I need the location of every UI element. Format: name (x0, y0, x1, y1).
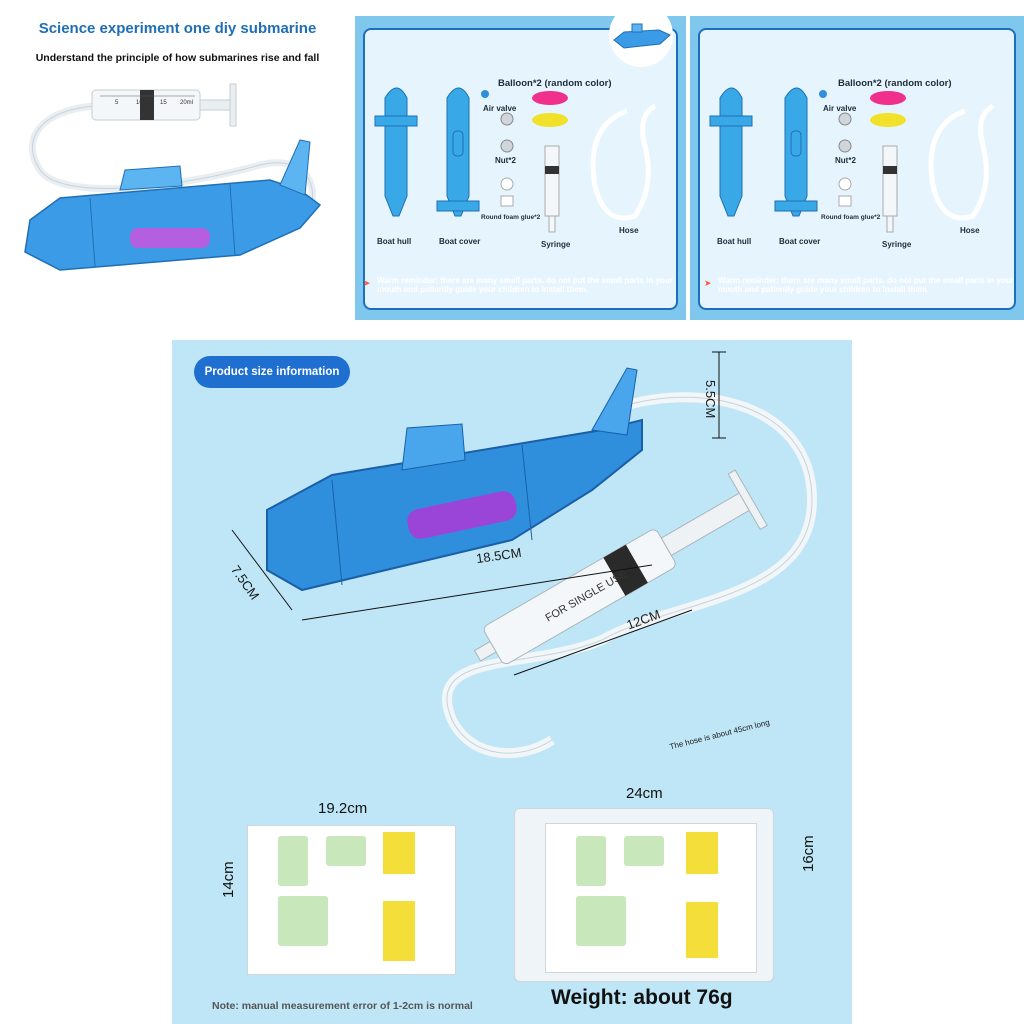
label-boat-hull: Boat hull (717, 237, 752, 246)
hero-syringe: 5 10 15 20ml (91, 83, 237, 127)
hero-title: Science experiment one diy submarine (38, 20, 317, 37)
size-submarine (266, 367, 643, 592)
hero-subtitle: Understand the principle of how submarin… (35, 52, 320, 64)
packaging-bag (514, 808, 774, 982)
size-product-image: FOR SINGLE USE (231, 351, 818, 759)
parts-illustration (374, 87, 657, 233)
hero-syringe-tick: 15 (160, 100, 167, 106)
warning-icon: ➤ (704, 278, 712, 288)
label-boat-cover: Boat cover (779, 237, 821, 246)
label-syringe: Syringe (882, 240, 912, 249)
bag-height: 16cm (800, 835, 817, 872)
dim-line-length (301, 564, 653, 621)
dim-height: 5.5CM (703, 380, 718, 419)
manual-height: 14cm (220, 861, 237, 898)
instruction-manual (247, 825, 456, 975)
measurement-note: Note: manual measurement error of 1-2cm … (212, 1000, 473, 1012)
size-info-badge: Product size information (194, 356, 350, 388)
submarine-thumbnail (609, 3, 673, 67)
label-hose: Hose (619, 226, 639, 235)
parts-panel-frame (698, 28, 1016, 310)
label-foam-glue: Round foam glue*2 (481, 214, 541, 221)
label-foam-glue: Round foam glue*2 (821, 214, 881, 221)
dim-line-syringe (513, 609, 693, 676)
hero-syringe-tick: 10 (136, 100, 143, 106)
manual-width: 19.2cm (318, 800, 368, 817)
warning-icon: ➤ (363, 278, 371, 288)
label-air-valve: Air valve (483, 104, 517, 113)
packaged-manual (545, 823, 757, 973)
hero-product-image: 5 10 15 20ml (24, 83, 322, 271)
parts-panel-frame (363, 28, 678, 310)
label-hose: Hose (960, 226, 980, 235)
weight-label: Weight: about 76g (551, 986, 733, 1009)
label-nut: Nut*2 (835, 156, 856, 165)
dim-line-width (231, 529, 293, 611)
label-balloon: Balloon*2 (random color) (838, 78, 952, 89)
label-boat-cover: Boat cover (439, 237, 481, 246)
label-balloon: Balloon*2 (random color) (498, 78, 612, 89)
bag-width: 24cm (626, 785, 663, 802)
label-air-valve: Air valve (823, 104, 857, 113)
label-boat-hull: Boat hull (377, 237, 412, 246)
hero-submarine (24, 139, 322, 271)
warning-text: Warm reminder: there are many small part… (377, 276, 673, 294)
hero-syringe-tick: 5 (115, 100, 119, 106)
hero-syringe-tick: 20ml (180, 100, 193, 106)
parts-illustration (709, 87, 995, 233)
label-nut: Nut*2 (495, 156, 516, 165)
size-syringe: FOR SINGLE USE (473, 469, 768, 665)
parts-panel-2: Balloon*2 (random color) Air valve Nut*2… (690, 16, 1024, 320)
hero-section: Science experiment one diy submarine Und… (0, 0, 355, 320)
warning-text: Warm reminder: there are many small part… (718, 276, 1014, 294)
parts-panel-1: Balloon*2 (random color) Air valve Nut*2… (355, 16, 686, 320)
label-syringe: Syringe (541, 240, 571, 249)
